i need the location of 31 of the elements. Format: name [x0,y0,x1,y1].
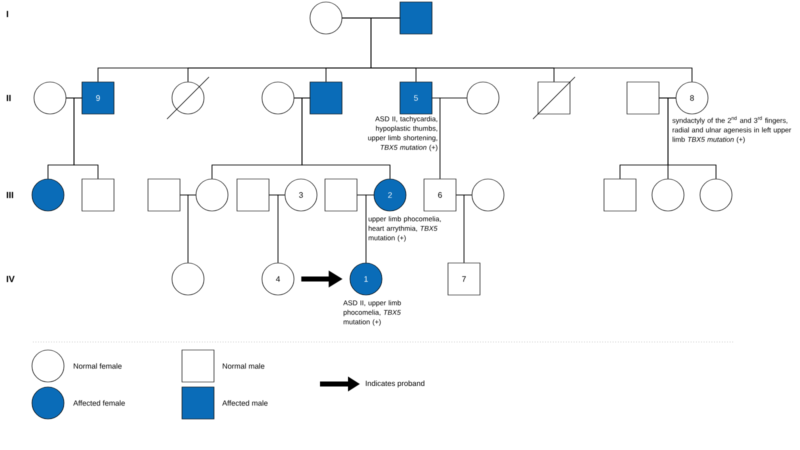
female-symbol [652,178,684,212]
generation-label: III [6,192,14,198]
male-symbol [626,82,660,114]
descent-line [188,194,196,263]
descent-line [74,98,98,179]
female-symbol [472,178,504,212]
female-symbol [262,82,294,114]
female-symbol [34,82,66,114]
male-symbol [324,178,358,212]
female-symbol [700,178,732,212]
generation-label: IV [6,276,15,282]
descent-line [668,98,716,179]
descent-line [464,194,472,263]
female-symbol [166,76,210,120]
male-symbol [82,178,114,212]
female-symbol [196,178,228,212]
generation-label: II [6,94,11,102]
male-symbol [310,82,342,114]
male-symbol [148,178,180,212]
descent-line [440,98,468,179]
male-symbol [532,76,576,120]
female-symbol [172,262,204,296]
female-symbol [466,82,500,114]
female-symbol [310,2,342,34]
male-symbol [400,2,432,34]
female-symbol [32,178,64,212]
male-symbol [236,178,270,212]
descent-line [366,194,374,263]
descent-line [278,194,286,263]
generation-label: I [6,10,8,18]
male-symbol [604,178,636,212]
